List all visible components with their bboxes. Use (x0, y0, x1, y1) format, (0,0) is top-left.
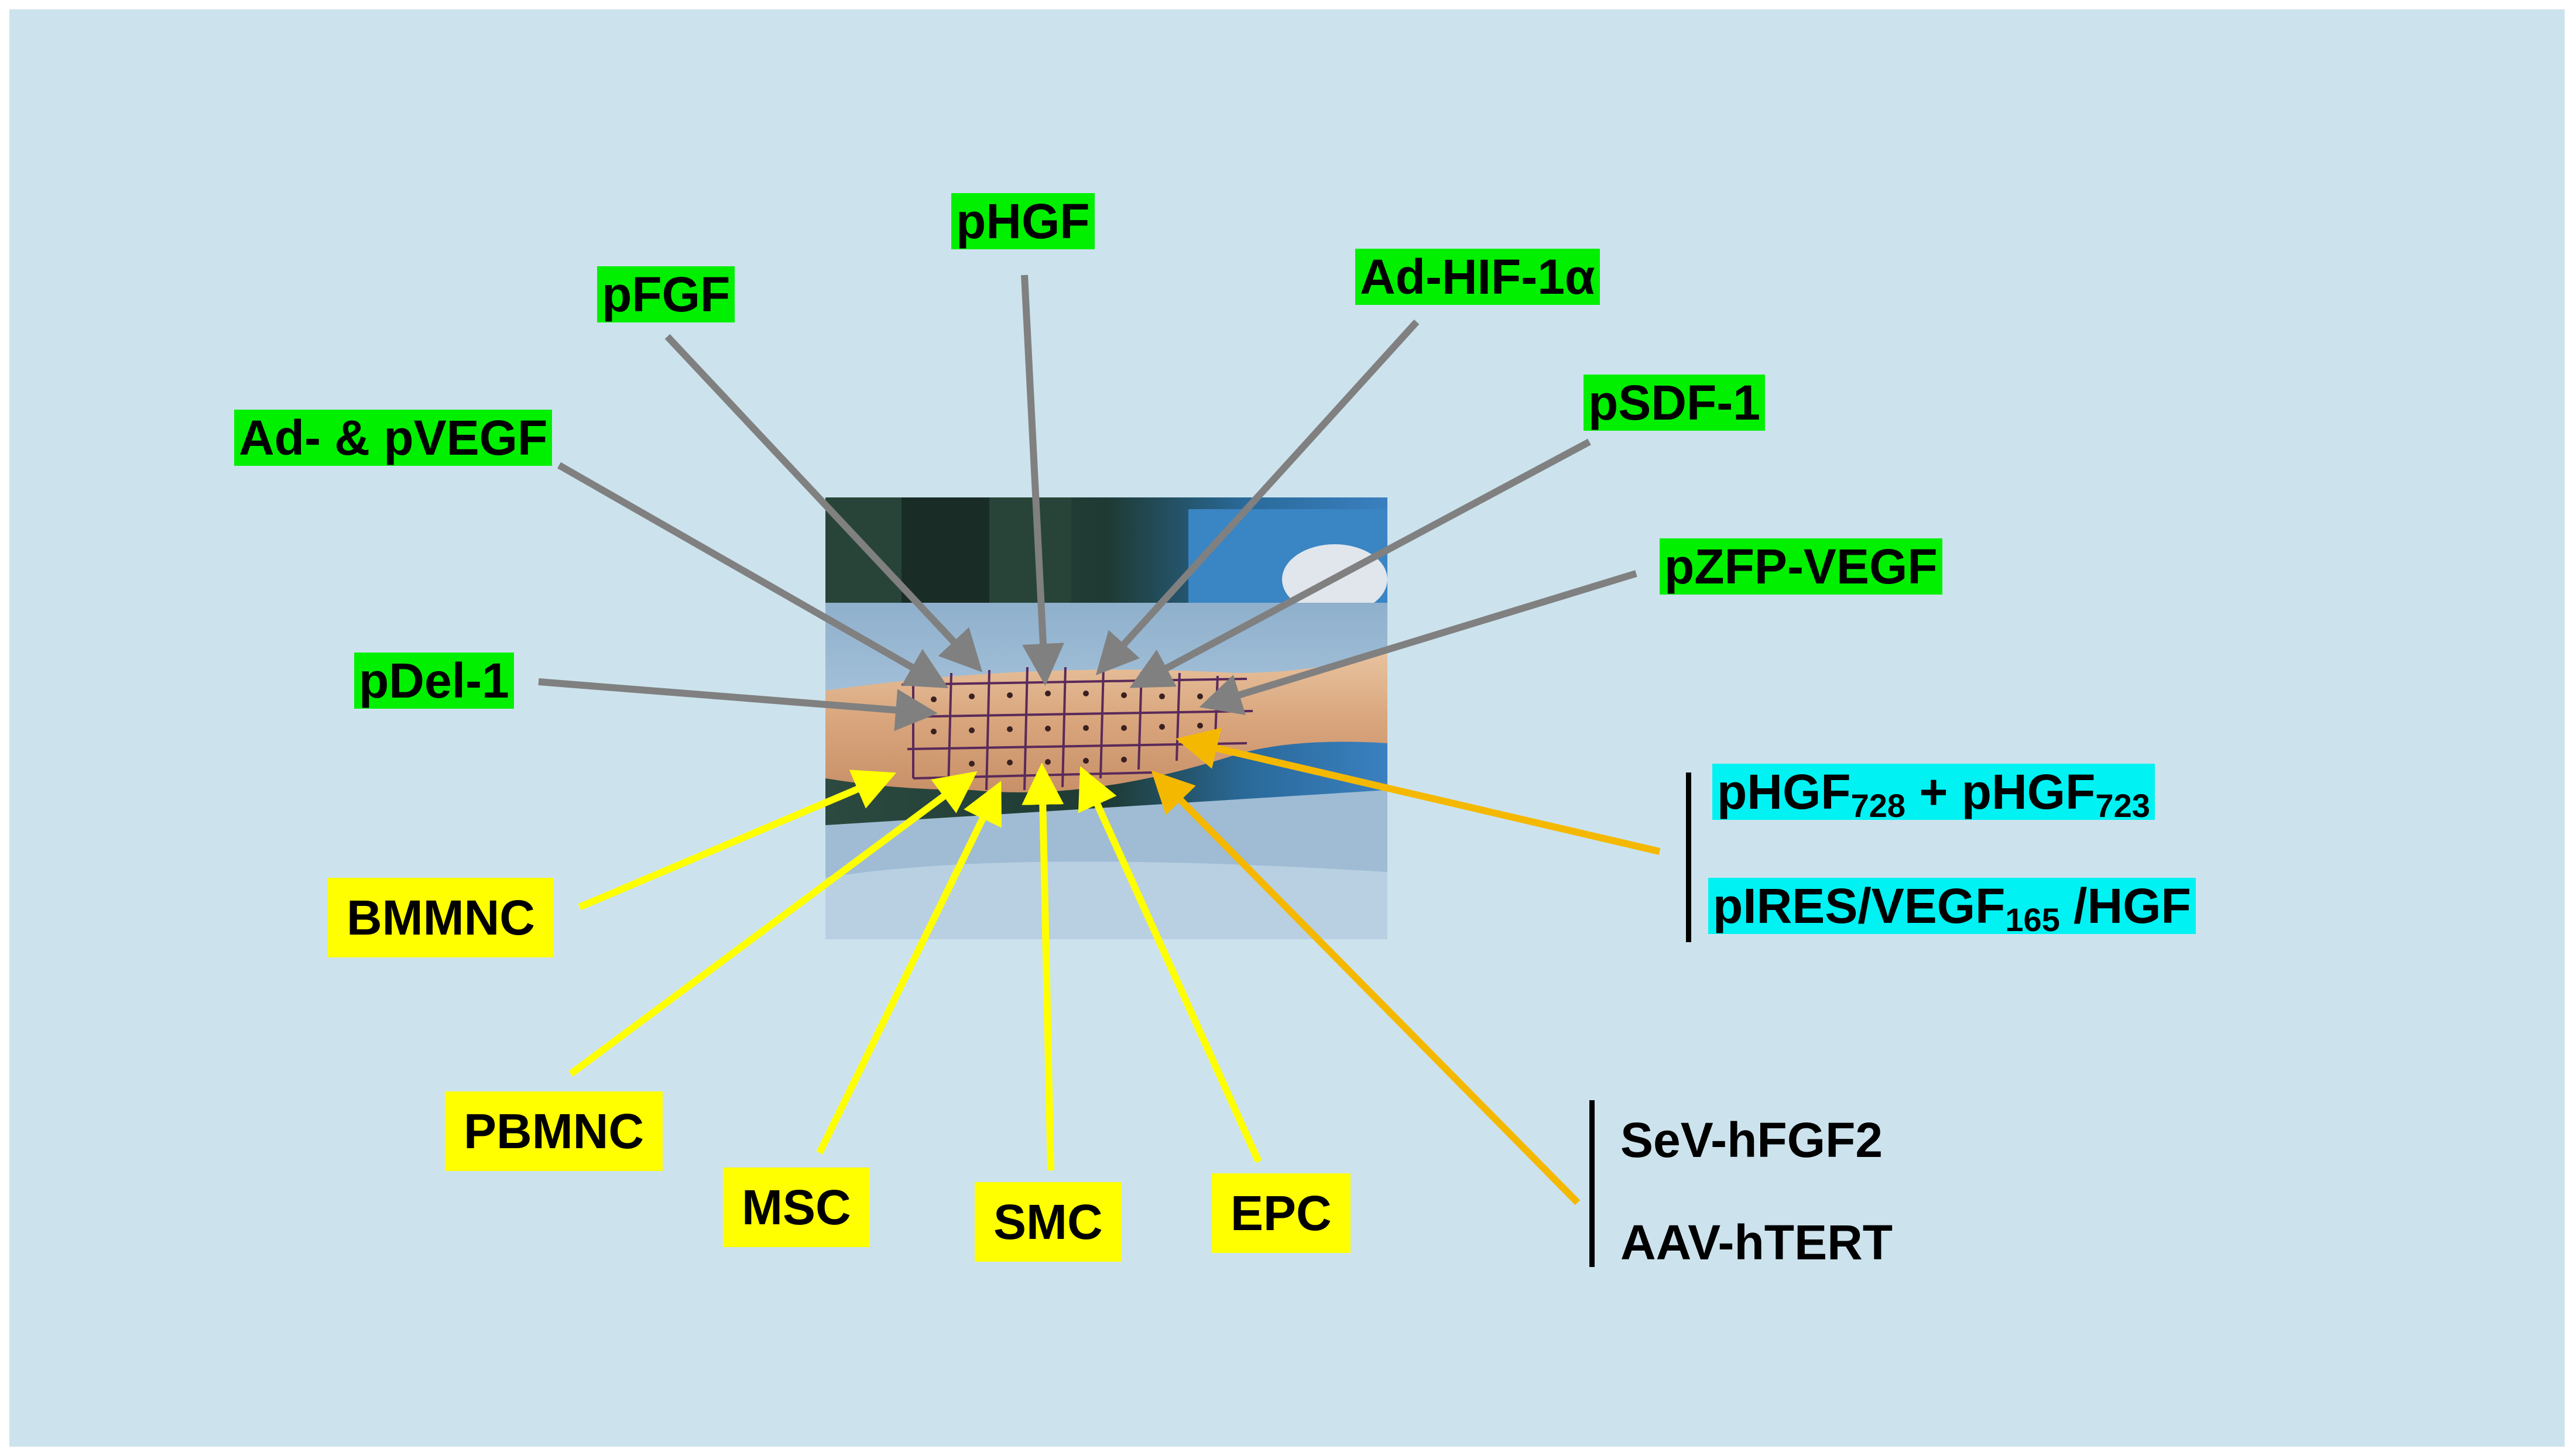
arrow-pfgf (664, 334, 983, 672)
arrow-epc (1078, 766, 1262, 1163)
arrow-psdf (1129, 438, 1591, 688)
label-psdf1: pSDF-1 (1584, 375, 1765, 431)
label-pbmnc: PBMNC (445, 1091, 663, 1171)
label-pfgf: pFGF (597, 266, 735, 322)
arrow-bmmnc (578, 770, 897, 911)
arrow-combo (1175, 727, 1661, 855)
arrow-pdel1 (538, 678, 938, 732)
arrow-vectors (1151, 770, 1581, 1206)
arrow-adhif (1095, 319, 1420, 675)
label-ad-pvegf: Ad- & pVEGF (234, 410, 553, 466)
combo-bracket (1686, 772, 1691, 942)
vector-bracket (1589, 1100, 1595, 1267)
arrow-msc (816, 781, 1002, 1155)
arrow-pbmnc (568, 771, 978, 1077)
label-pzfp-vegf: pZFP-VEGF (1660, 538, 1942, 595)
label-ad-hif1a: Ad-HIF-1α (1355, 249, 1600, 305)
arrow-advegf (557, 462, 949, 688)
label-combo-line1: pHGF728 + pHGF723 (1712, 764, 2155, 822)
arrow-pzfp (1199, 570, 1637, 715)
arrow-smc (1022, 763, 1064, 1171)
label-aav-htert: AAV-hTERT (1620, 1215, 1893, 1270)
label-pdel1: pDel-1 (354, 653, 514, 709)
label-smc: SMC (975, 1182, 1122, 1262)
label-combo-line2: pIRES/VEGF165 /HGF (1708, 878, 2196, 936)
label-sev-hfgf2: SeV-hFGF2 (1620, 1112, 1883, 1167)
arrow-phgf (1021, 274, 1064, 686)
label-bmmnc: BMMNC (328, 878, 554, 957)
label-msc: MSC (723, 1167, 870, 1247)
label-epc: EPC (1212, 1173, 1351, 1253)
label-phgf: pHGF (951, 193, 1095, 249)
